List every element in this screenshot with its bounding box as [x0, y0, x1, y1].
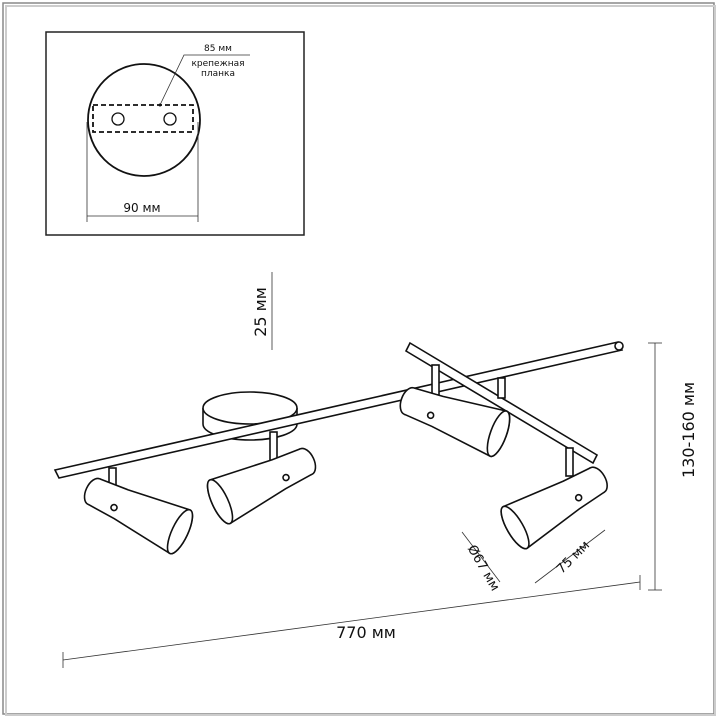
- canopy-circle: [87, 63, 201, 177]
- total-height-label: 130-160 мм: [679, 382, 698, 478]
- lamp-head: [399, 386, 511, 458]
- shade-diameter-label: Ø67 мм: [464, 543, 502, 594]
- lamp-stem: [497, 377, 506, 399]
- dimensions: [62, 272, 662, 668]
- lamp-head: [206, 447, 317, 525]
- frame-shadow: [5, 5, 716, 716]
- leader-line: [159, 54, 250, 106]
- cross-bar: [404, 341, 599, 465]
- main-bar: [53, 341, 624, 479]
- mounting-inset: 85 мм крепежная планка 90 мм: [45, 31, 305, 236]
- screw-hole: [163, 112, 177, 126]
- screw-hole: [111, 112, 125, 126]
- plate-length-label: 85 мм: [204, 44, 232, 54]
- shade-length-label: 75 мм: [554, 538, 593, 577]
- total-length-label: 770 мм: [336, 623, 396, 642]
- plate-label-line1: крепежная: [191, 59, 244, 69]
- canopy-height-label: 25 мм: [251, 287, 270, 337]
- lamp-head: [83, 477, 194, 555]
- lamp-head: [500, 466, 608, 550]
- lamp-stem: [431, 364, 440, 396]
- mounting-plate: [92, 104, 194, 133]
- inset-box: [45, 31, 305, 236]
- plate-label-line2: планка: [201, 69, 235, 79]
- lamp-stem: [565, 447, 574, 477]
- fixture: [53, 341, 624, 555]
- width-label: 90 мм: [123, 201, 160, 215]
